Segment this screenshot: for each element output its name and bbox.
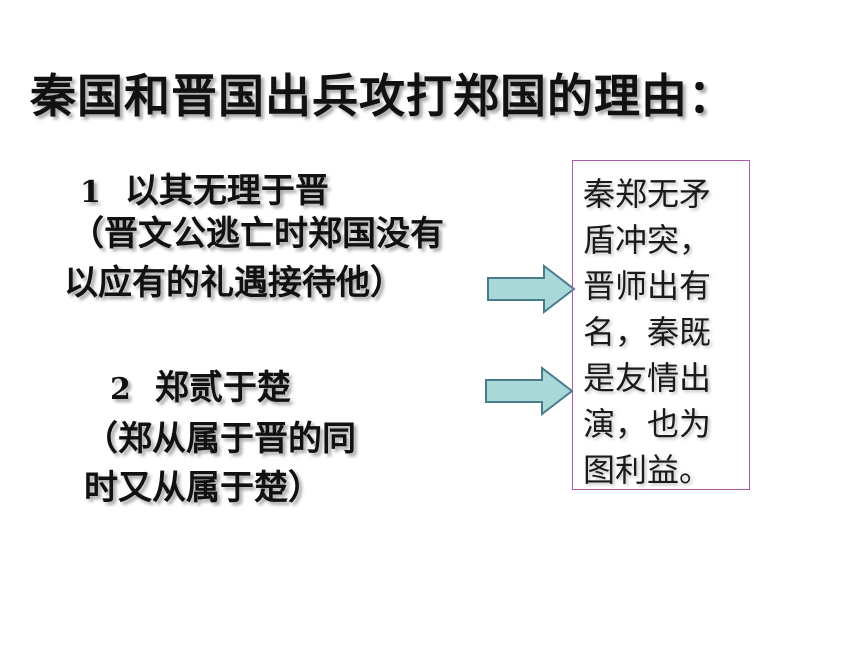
reason-2-detail-line1: （郑从属于晋的同 bbox=[84, 419, 356, 459]
conclusion-note-box: 秦郑无矛盾冲突，晋师出有名，秦既是友情出演，也为图利益。 bbox=[572, 160, 750, 490]
arrow-2-shape bbox=[485, 366, 574, 416]
reason-1-heading: 1 以其无理于晋 bbox=[80, 163, 329, 212]
arrow-1-shape bbox=[487, 264, 576, 314]
reason-1-title: 以其无理于晋 bbox=[124, 171, 329, 211]
reason-1-number: 1 bbox=[80, 175, 101, 210]
reason-2-detail: （郑从属于晋的同 时又从属于楚） bbox=[84, 415, 356, 513]
reason-1-detail: （晋文公逃亡时郑国没有 以应有的礼遇接待他） bbox=[64, 210, 444, 308]
reason-2-detail-line2: 时又从属于楚） bbox=[84, 468, 322, 508]
page-title: 秦国和晋国出兵攻打郑国的理由： bbox=[30, 69, 735, 123]
conclusion-note-text: 秦郑无矛盾冲突，晋师出有名，秦既是友情出演，也为图利益。 bbox=[583, 175, 712, 489]
reason-2-title: 郑贰于楚 bbox=[154, 368, 291, 408]
arrow-right-icon bbox=[487, 264, 576, 314]
reason-2-heading: 2 郑贰于楚 bbox=[110, 360, 291, 409]
reason-2-number: 2 bbox=[110, 372, 131, 407]
reason-1-detail-line1: （晋文公逃亡时郑国没有 bbox=[70, 214, 444, 254]
reason-1-detail-line2: 以应有的礼遇接待他） bbox=[64, 263, 404, 303]
arrow-right-icon bbox=[485, 366, 574, 416]
